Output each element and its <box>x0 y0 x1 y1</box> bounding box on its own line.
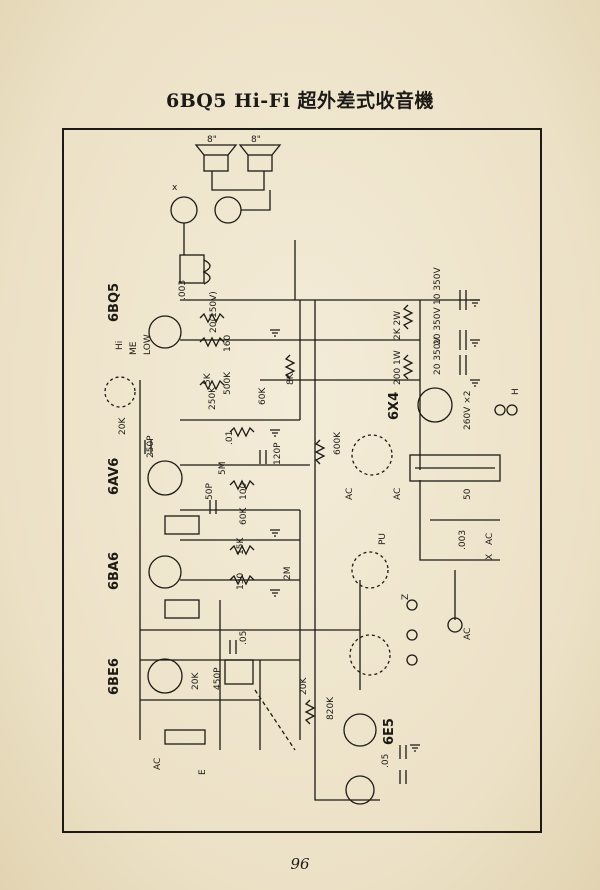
c-450p: 450P <box>213 667 223 690</box>
ac-plug <box>447 617 463 633</box>
speaker-1 <box>203 154 229 172</box>
c-20-350v-b: 20 350V <box>433 337 443 375</box>
tube-6bq5 <box>148 315 182 349</box>
power-transformer <box>409 454 501 482</box>
tube-6e5 <box>343 713 377 747</box>
ac-label-3: AC <box>485 533 495 545</box>
tube-label-6av6: 6AV6 <box>107 458 122 495</box>
tube-label-6be6: 6BE6 <box>107 658 122 695</box>
tone-switch <box>104 376 136 408</box>
r-2k-2w: 2K 2W <box>393 311 403 340</box>
e-label: E <box>198 769 208 775</box>
c-10-350v: 10 350V <box>433 267 443 305</box>
r-20k: 20K <box>118 417 128 435</box>
c-003-top: .003 <box>178 280 188 300</box>
r-20k-b: 20K <box>191 672 201 690</box>
r-60k-b: 60K <box>239 507 249 525</box>
tube-label-6bq5: 6BQ5 <box>107 283 122 322</box>
r-100: 100 <box>239 483 249 500</box>
output-transformer <box>179 254 205 284</box>
r-60k-a: 60K <box>258 387 268 405</box>
band-switch-1 <box>351 551 389 589</box>
ac-label-2: AC <box>393 488 403 500</box>
output-socket-2 <box>214 196 242 224</box>
speaker-2 <box>247 154 273 172</box>
c-003-b: .003 <box>458 530 468 550</box>
c-20-150v: 20(150V) <box>209 291 219 333</box>
c-20-350v: 20 350V <box>433 307 443 345</box>
out-terminal-label: x <box>172 183 178 193</box>
x-label: X <box>485 554 495 560</box>
r-5m: 5M <box>218 462 228 476</box>
r-8k: 8K <box>286 372 296 385</box>
c-01: .01 <box>225 431 235 445</box>
schematic-frame <box>62 128 542 833</box>
if-transformer-1 <box>164 515 200 535</box>
r-160: 160 <box>223 335 233 352</box>
oscillator-coil <box>224 659 254 685</box>
r-820k: 820K <box>326 696 336 720</box>
c-120p: 120P <box>273 442 283 465</box>
r-500k: 500K <box>223 371 233 395</box>
volume-switch <box>351 434 393 476</box>
speaker-label-1: 8" <box>207 135 217 145</box>
z-label: Z <box>401 594 411 600</box>
output-socket-1 <box>170 196 198 224</box>
r-20k-c: 20K <box>299 677 309 695</box>
ac-label-4: AC <box>463 628 473 640</box>
ac-label-5: AC <box>153 758 163 770</box>
antenna-coil <box>164 729 206 745</box>
tube-6be6 <box>147 658 183 694</box>
c-50: 50 <box>463 488 473 500</box>
tube-label-6ba6: 6BA6 <box>107 552 122 590</box>
speaker-label-2: 8" <box>251 135 261 145</box>
c-50p: 50P <box>205 483 215 500</box>
c-260v: 260V ×2 <box>463 391 473 430</box>
c-05-b: .05 <box>381 754 391 768</box>
ac-label-1: AC <box>345 488 355 500</box>
tube-label-6x4: 6X4 <box>387 392 402 420</box>
hi-label: Hi <box>115 341 125 350</box>
tube-6x4 <box>417 387 453 423</box>
r-15k: 15K <box>236 537 246 555</box>
tube-6av6 <box>147 460 183 496</box>
band-switch-2 <box>349 634 391 676</box>
me-label: ME <box>129 341 139 355</box>
r-5k: 5K <box>203 372 213 385</box>
page-title: 6BQ5 Hi-Fi 超外差式收音機 <box>165 90 435 112</box>
pu-label: PU <box>378 533 388 545</box>
r-600k: 600K <box>333 431 343 455</box>
page-number: 96 <box>290 855 310 873</box>
c-05: .05 <box>239 631 249 645</box>
if-transformer-2 <box>164 599 200 619</box>
low-label: LOW <box>143 334 153 355</box>
c-250p: 250P <box>146 435 156 458</box>
tube-label-6e5: 6E5 <box>382 718 397 745</box>
r-2m: 2M <box>283 567 293 581</box>
socket-6e5-base <box>345 775 375 805</box>
h-label: H <box>511 388 521 395</box>
r-150: 150 <box>236 573 246 590</box>
r-200-1w: 200 1W <box>393 350 403 385</box>
r-250k: 250K <box>208 386 218 410</box>
tube-6ba6 <box>148 555 182 589</box>
